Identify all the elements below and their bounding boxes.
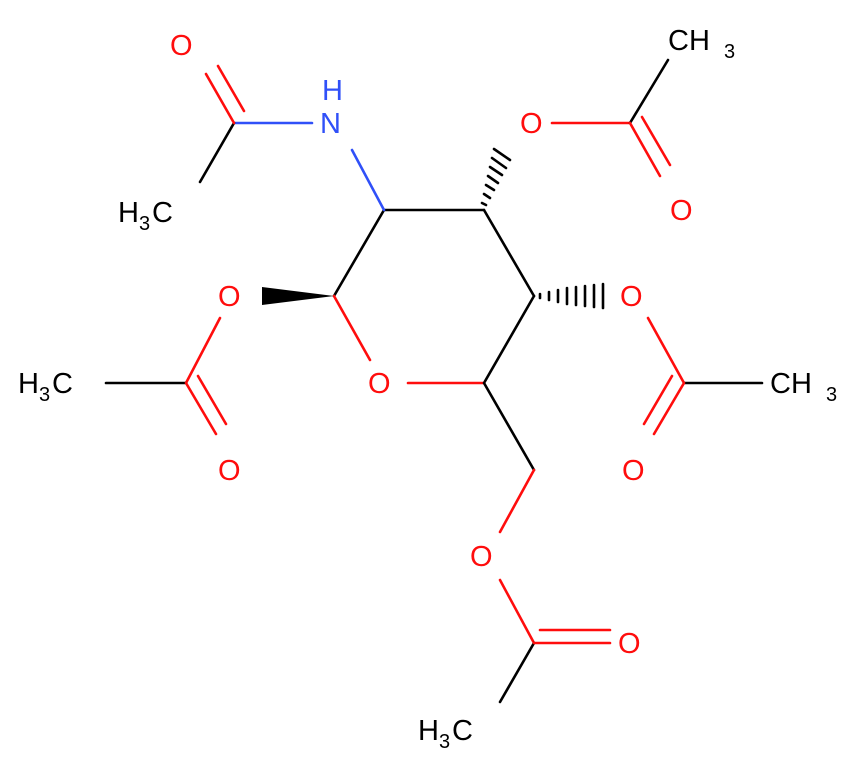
atom-h-amide: H — [322, 75, 343, 107]
bond-c5-c6 — [482, 381, 536, 472]
bond-cacyl4-o-b — [642, 374, 674, 426]
bond-cacyl1-o-b — [196, 374, 228, 426]
hashed-wedge-c4 — [538, 282, 605, 310]
atom-methyl-c4: CH 3 — [770, 368, 837, 406]
atom-o-ring: O — [368, 368, 391, 400]
bond-cacyl-o1b — [216, 64, 246, 113]
bold-wedge-c1 — [262, 287, 334, 305]
atom-methyl-c6: H 3 C — [418, 715, 473, 753]
atom-o-ester-c4: O — [620, 281, 643, 313]
methyl-c6-h: H — [418, 715, 439, 747]
atom-methyl-c1: H 3 C — [18, 368, 73, 406]
bond-cacyl-o1a — [204, 72, 236, 125]
hashed-wedge-c3 — [480, 147, 512, 207]
bond-c4-c5 — [482, 294, 536, 385]
methyl-c4-sub: 3 — [826, 384, 837, 406]
atom-methyl-n-acyl: H 3 C — [118, 197, 173, 235]
methyl-n-acyl-c: C — [152, 197, 173, 229]
atom-o-carbonyl-n-acyl: O — [170, 30, 193, 62]
atom-methyl-c3: CH 3 — [668, 25, 735, 63]
methyl-c1-sub: 3 — [39, 384, 50, 406]
methyl-c3-sub: 3 — [724, 41, 735, 63]
bond-c3-c4 — [482, 208, 536, 298]
bond-cacyl3-methyl — [628, 58, 670, 125]
bond-cacyl3-o-b — [640, 115, 672, 167]
bond-cacyl4-o-a — [652, 381, 686, 436]
methyl-c1-h: H — [18, 368, 39, 400]
bond-cacyl3-o-a — [628, 121, 662, 178]
bond-c1-c2 — [332, 208, 386, 298]
atom-o-carbonyl-c4: O — [622, 455, 645, 487]
bond-o6-cacyl — [498, 578, 536, 645]
bond-c1-oring — [332, 294, 372, 362]
atom-o-carbonyl-c3: O — [670, 195, 693, 227]
methyl-n-acyl-sub: 3 — [139, 213, 150, 235]
bond-c2-n — [350, 148, 386, 212]
methyl-c4-ch: CH — [770, 368, 812, 400]
bond-o1-cacyl — [184, 316, 222, 385]
bond-cacyl-methyl1 — [198, 121, 236, 184]
methyl-c3-ch: CH — [668, 25, 710, 57]
methyl-c6-c: C — [452, 715, 473, 747]
atom-o-carbonyl-c1: O — [218, 455, 241, 487]
methyl-c6-sub: 3 — [439, 731, 450, 753]
bond-c6-o6 — [498, 468, 536, 534]
atom-o-ester-c6: O — [470, 541, 493, 573]
atom-o-carbonyl-c6: O — [618, 628, 641, 660]
atom-o-ester-c1: O — [218, 281, 241, 313]
bond-cacyl6-methyl — [498, 641, 536, 704]
atom-n-amide: N — [320, 108, 341, 140]
methyl-c1-c: C — [52, 368, 73, 400]
methyl-n-acyl-h: H — [118, 197, 139, 229]
bond-o4-cacyl — [646, 316, 686, 385]
bond-cacyl1-o-a — [184, 381, 218, 436]
atom-o-ester-c3: O — [520, 108, 543, 140]
